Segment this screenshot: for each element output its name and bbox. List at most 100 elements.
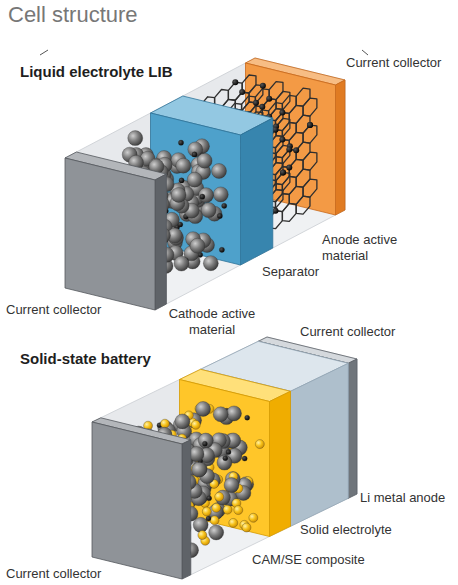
part-label: Current collector xyxy=(6,566,136,582)
cathode-current-collector-side xyxy=(155,174,166,310)
cathode-current-collector-face xyxy=(92,422,182,579)
anode-current-collector-side xyxy=(336,80,346,215)
electrolyte-particle xyxy=(160,419,169,428)
lithium-ion xyxy=(217,213,222,218)
section-heading: Liquid electrolyte LIB xyxy=(20,63,240,81)
graphene-hexagon xyxy=(296,169,310,187)
lithium-ion xyxy=(192,152,197,157)
lithium-ion xyxy=(279,110,285,116)
electrolyte-particle xyxy=(210,516,219,525)
electrolyte-particle xyxy=(255,440,264,449)
lithium-ion xyxy=(307,122,313,128)
electrolyte-particle xyxy=(198,531,207,540)
part-label: Anode active material xyxy=(322,232,422,264)
lithium-ion xyxy=(222,203,227,208)
cathode-particle xyxy=(192,461,207,476)
cathode-particle xyxy=(224,478,239,493)
graphene-hexagon xyxy=(303,179,317,197)
lithium-ion xyxy=(293,147,299,153)
cathode-particle xyxy=(203,256,218,271)
lithium-ion xyxy=(179,178,184,183)
part-label: Current collector xyxy=(300,324,430,340)
cathode-particle xyxy=(196,401,211,416)
solid-cell-drawing xyxy=(92,337,357,579)
cathode-current-collector-side xyxy=(182,440,191,579)
lithium-ion xyxy=(207,496,212,501)
graphene-hexagon xyxy=(282,203,296,221)
electrolyte-particle xyxy=(242,523,251,532)
lithium-ion xyxy=(178,140,183,145)
electrolyte-particle xyxy=(212,503,221,512)
cathode-particle xyxy=(212,163,227,178)
lithium-ion xyxy=(239,89,245,95)
lithium-ion xyxy=(260,83,266,89)
cathode-particle xyxy=(197,153,212,168)
lithium-ion xyxy=(226,450,231,455)
lithium-ion xyxy=(219,247,224,252)
cathode-particle xyxy=(192,462,207,477)
part-label: Cathode active material xyxy=(156,306,268,338)
graphene-hexagon xyxy=(282,176,296,194)
lithium-ion xyxy=(279,137,285,143)
graphene-hexagon xyxy=(296,88,310,106)
electrolyte-particle xyxy=(223,505,232,514)
electrolyte-particle xyxy=(215,492,224,501)
electrolyte-particle xyxy=(202,507,211,516)
cathode-particle xyxy=(174,256,189,271)
lithium-ion xyxy=(286,146,292,152)
section-heading: Solid-state battery xyxy=(20,350,240,368)
graphene-hexagon xyxy=(303,98,317,116)
cathode-current-collector-face xyxy=(65,158,155,310)
lithium-ion xyxy=(307,122,313,128)
graphene-hexagon xyxy=(289,105,303,123)
graphene-hexagon xyxy=(303,152,317,170)
lithium-ion xyxy=(232,79,238,85)
lithium-ion xyxy=(245,415,250,420)
cathode-particle xyxy=(128,131,143,146)
part-label: Li metal anode xyxy=(360,490,458,506)
anode-current-collector-side xyxy=(348,359,357,498)
tick-mark xyxy=(362,50,368,55)
cathode-particle xyxy=(175,414,190,429)
lithium-ion xyxy=(280,169,286,175)
solid-electrolyte-face xyxy=(180,380,270,537)
cathode-particle xyxy=(193,517,208,532)
cathode-particle xyxy=(213,407,228,422)
cathode-particle xyxy=(176,158,191,173)
solid-electrolyte-side xyxy=(270,391,291,536)
lithium-ion xyxy=(266,96,272,102)
electrolyte-particle xyxy=(229,518,238,527)
part-label: Solid electrolyte xyxy=(300,522,440,538)
cathode-particle xyxy=(213,187,228,202)
part-label: Current collector xyxy=(346,55,458,71)
lithium-ion xyxy=(223,456,228,461)
cathode-particle xyxy=(201,203,216,218)
lithium-ion xyxy=(272,127,278,133)
cathode-particle xyxy=(209,525,224,540)
lithium-ion xyxy=(259,104,265,110)
electrolyte-particle xyxy=(234,506,243,515)
lithium-ion xyxy=(280,169,286,175)
lithium-ion xyxy=(242,456,247,461)
electrolyte-particle xyxy=(249,513,258,522)
lithium-ion xyxy=(202,441,207,446)
lithium-ion xyxy=(286,164,292,170)
separator-side xyxy=(241,118,273,265)
part-label: CAM/SE composite xyxy=(252,552,422,568)
lithium-ion xyxy=(253,100,259,106)
cathode-particle xyxy=(190,238,205,253)
cathode-particle xyxy=(217,455,232,470)
li-metal-anode-side xyxy=(291,363,349,526)
part-label: Current collector xyxy=(6,302,136,318)
cathode-particle xyxy=(187,172,202,187)
diagram-title: Cell structure xyxy=(8,2,138,28)
lithium-ion xyxy=(206,516,211,521)
electrolyte-particle xyxy=(191,420,200,429)
graphene-hexagon xyxy=(296,196,310,214)
cathode-particle xyxy=(215,490,230,505)
part-label: Separator xyxy=(262,264,352,280)
cathode-particle xyxy=(199,188,214,203)
cathode-particle xyxy=(171,187,186,202)
cathode-particle xyxy=(198,433,213,448)
